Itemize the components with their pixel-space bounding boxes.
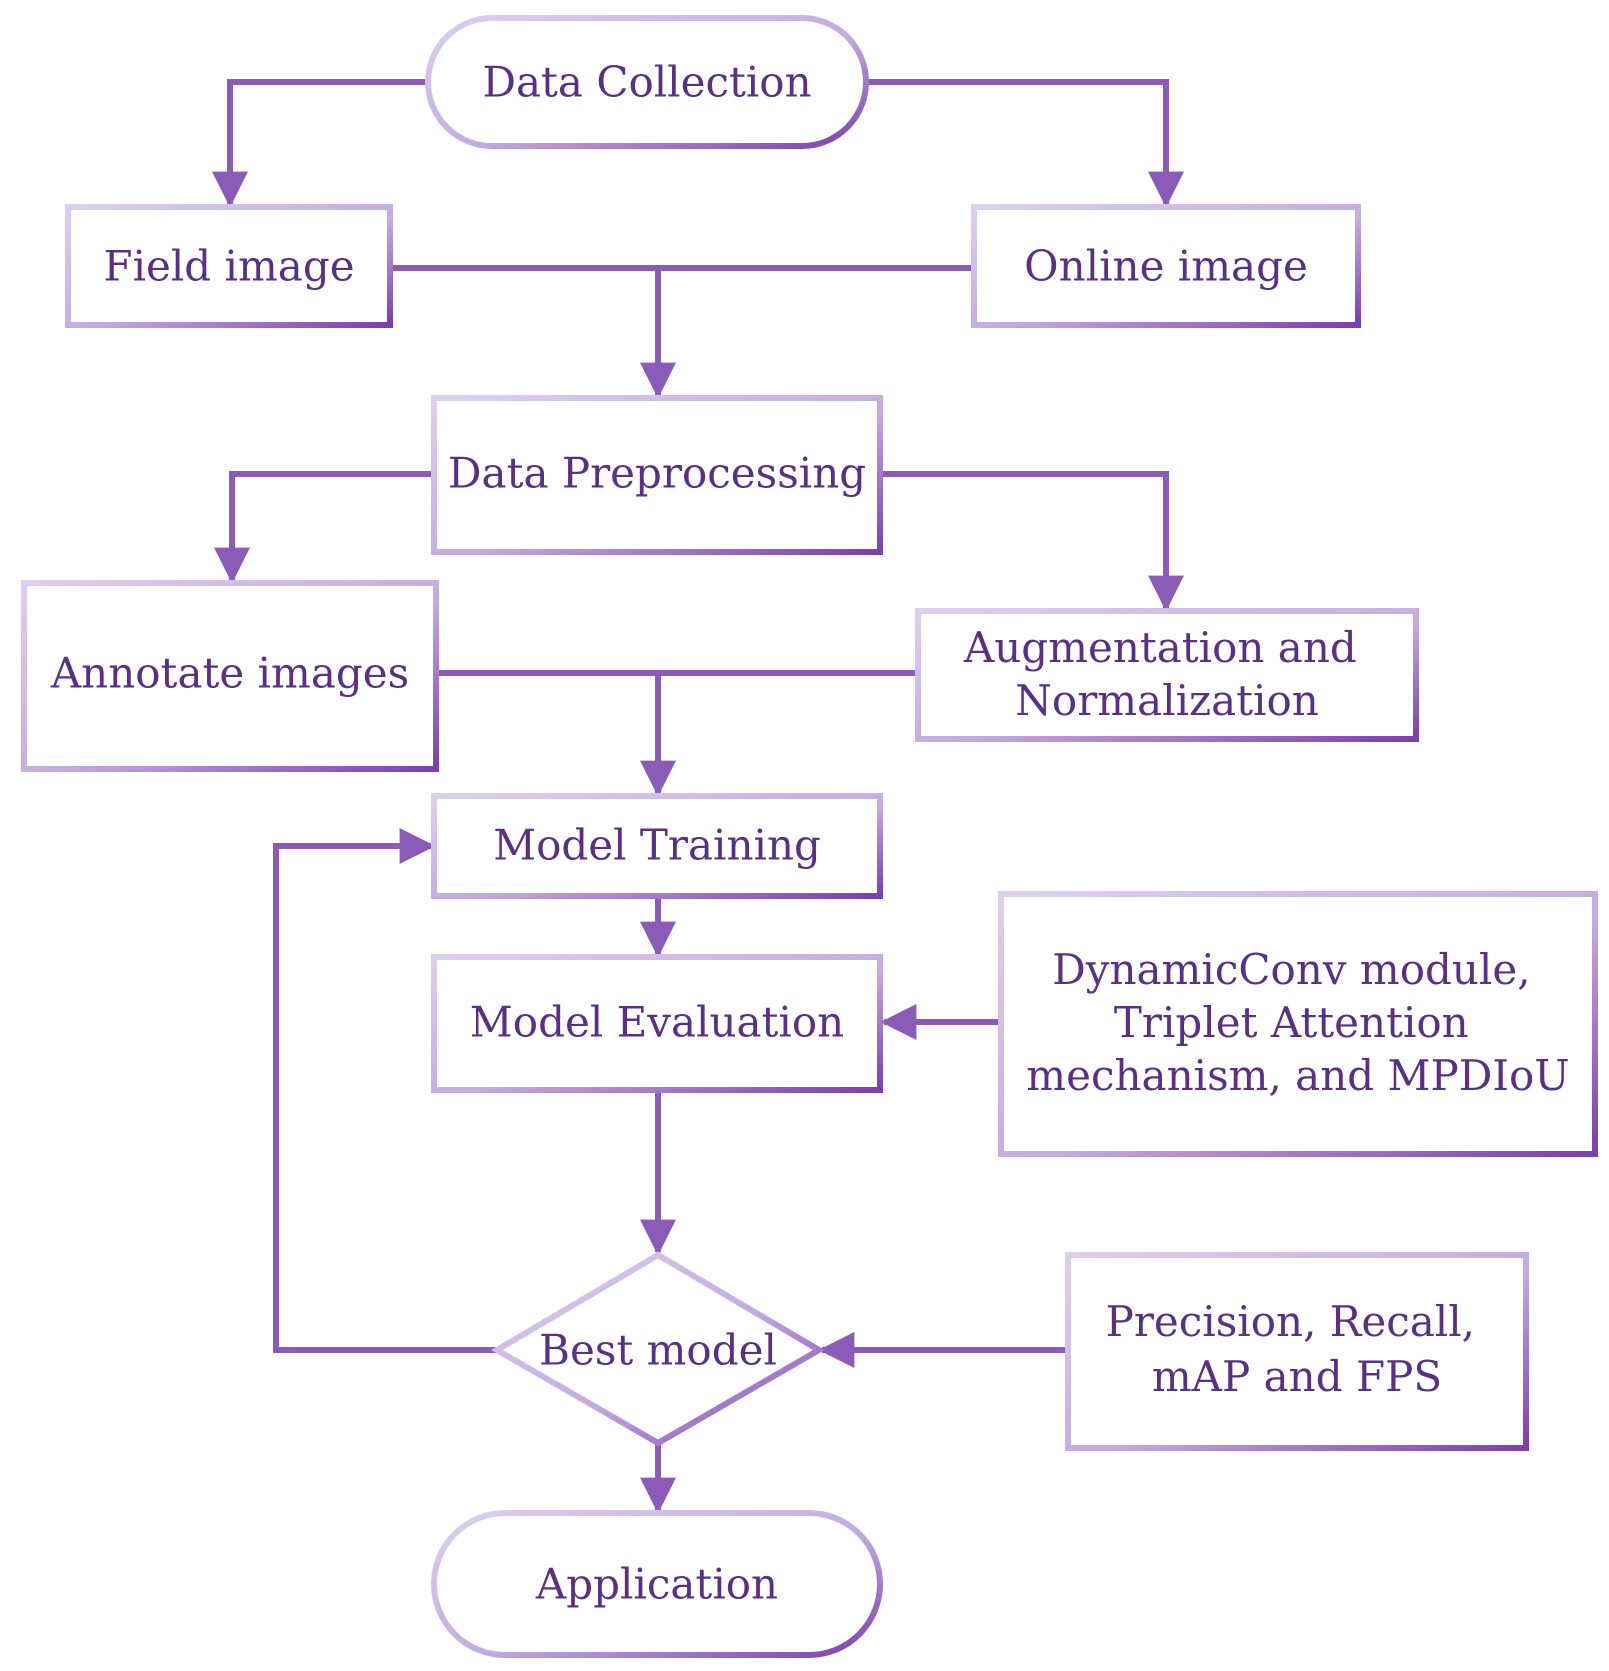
- node-model-evaluation-label: Model Evaluation: [470, 998, 844, 1047]
- edge-preprocessing-to-annotate: [214, 471, 434, 584]
- node-improvements-label: DynamicConv module, Triplet Attention me…: [1026, 945, 1569, 1100]
- node-data-collection: Data Collection: [425, 15, 869, 149]
- edge-best-model-feedback-loop: [273, 828, 497, 1353]
- node-metrics: Precision, Recall, mAP and FPS: [1065, 1252, 1529, 1451]
- node-metrics-label: Precision, Recall, mAP and FPS: [1106, 1297, 1489, 1401]
- node-model-training-label: Model Training: [493, 821, 821, 870]
- node-online-image: Online image: [971, 204, 1361, 328]
- node-data-preprocessing: Data Preprocessing: [431, 395, 883, 555]
- augmentation-line-2: Normalization: [1015, 676, 1319, 725]
- node-data-collection-label: Data Collection: [482, 58, 811, 107]
- node-application-label: Application: [535, 1560, 778, 1609]
- node-augmentation-normalization: Augmentation and Normalization: [915, 608, 1419, 742]
- node-augmentation-label: Augmentation and Normalization: [963, 623, 1370, 725]
- node-annotate-images-label: Annotate images: [50, 649, 409, 698]
- edge-collection-to-online: [866, 79, 1184, 208]
- node-application: Application: [431, 1510, 883, 1658]
- improvements-line-2: Triplet Attention: [1114, 998, 1469, 1047]
- node-field-image: Field image: [65, 204, 393, 328]
- node-best-model-label: Best model: [539, 1326, 777, 1375]
- node-model-evaluation: Model Evaluation: [431, 954, 883, 1093]
- edge-preprocessing-to-augmentation: [880, 471, 1184, 612]
- node-best-model: Best model: [491, 1251, 825, 1447]
- node-improvements: DynamicConv module, Triplet Attention me…: [998, 891, 1598, 1157]
- node-annotate-images: Annotate images: [21, 580, 439, 772]
- node-field-image-label: Field image: [103, 242, 354, 291]
- metrics-line-1: Precision, Recall,: [1106, 1297, 1475, 1346]
- edge-collection-to-field: [212, 79, 428, 208]
- improvements-line-3: mechanism, and MPDIoU: [1026, 1051, 1569, 1100]
- node-online-image-label: Online image: [1024, 242, 1308, 291]
- improvements-line-1: DynamicConv module,: [1052, 945, 1531, 994]
- node-data-preprocessing-label: Data Preprocessing: [448, 449, 866, 498]
- metrics-line-2: mAP and FPS: [1152, 1352, 1442, 1401]
- augmentation-line-1: Augmentation and: [963, 623, 1357, 672]
- node-model-training: Model Training: [431, 793, 883, 899]
